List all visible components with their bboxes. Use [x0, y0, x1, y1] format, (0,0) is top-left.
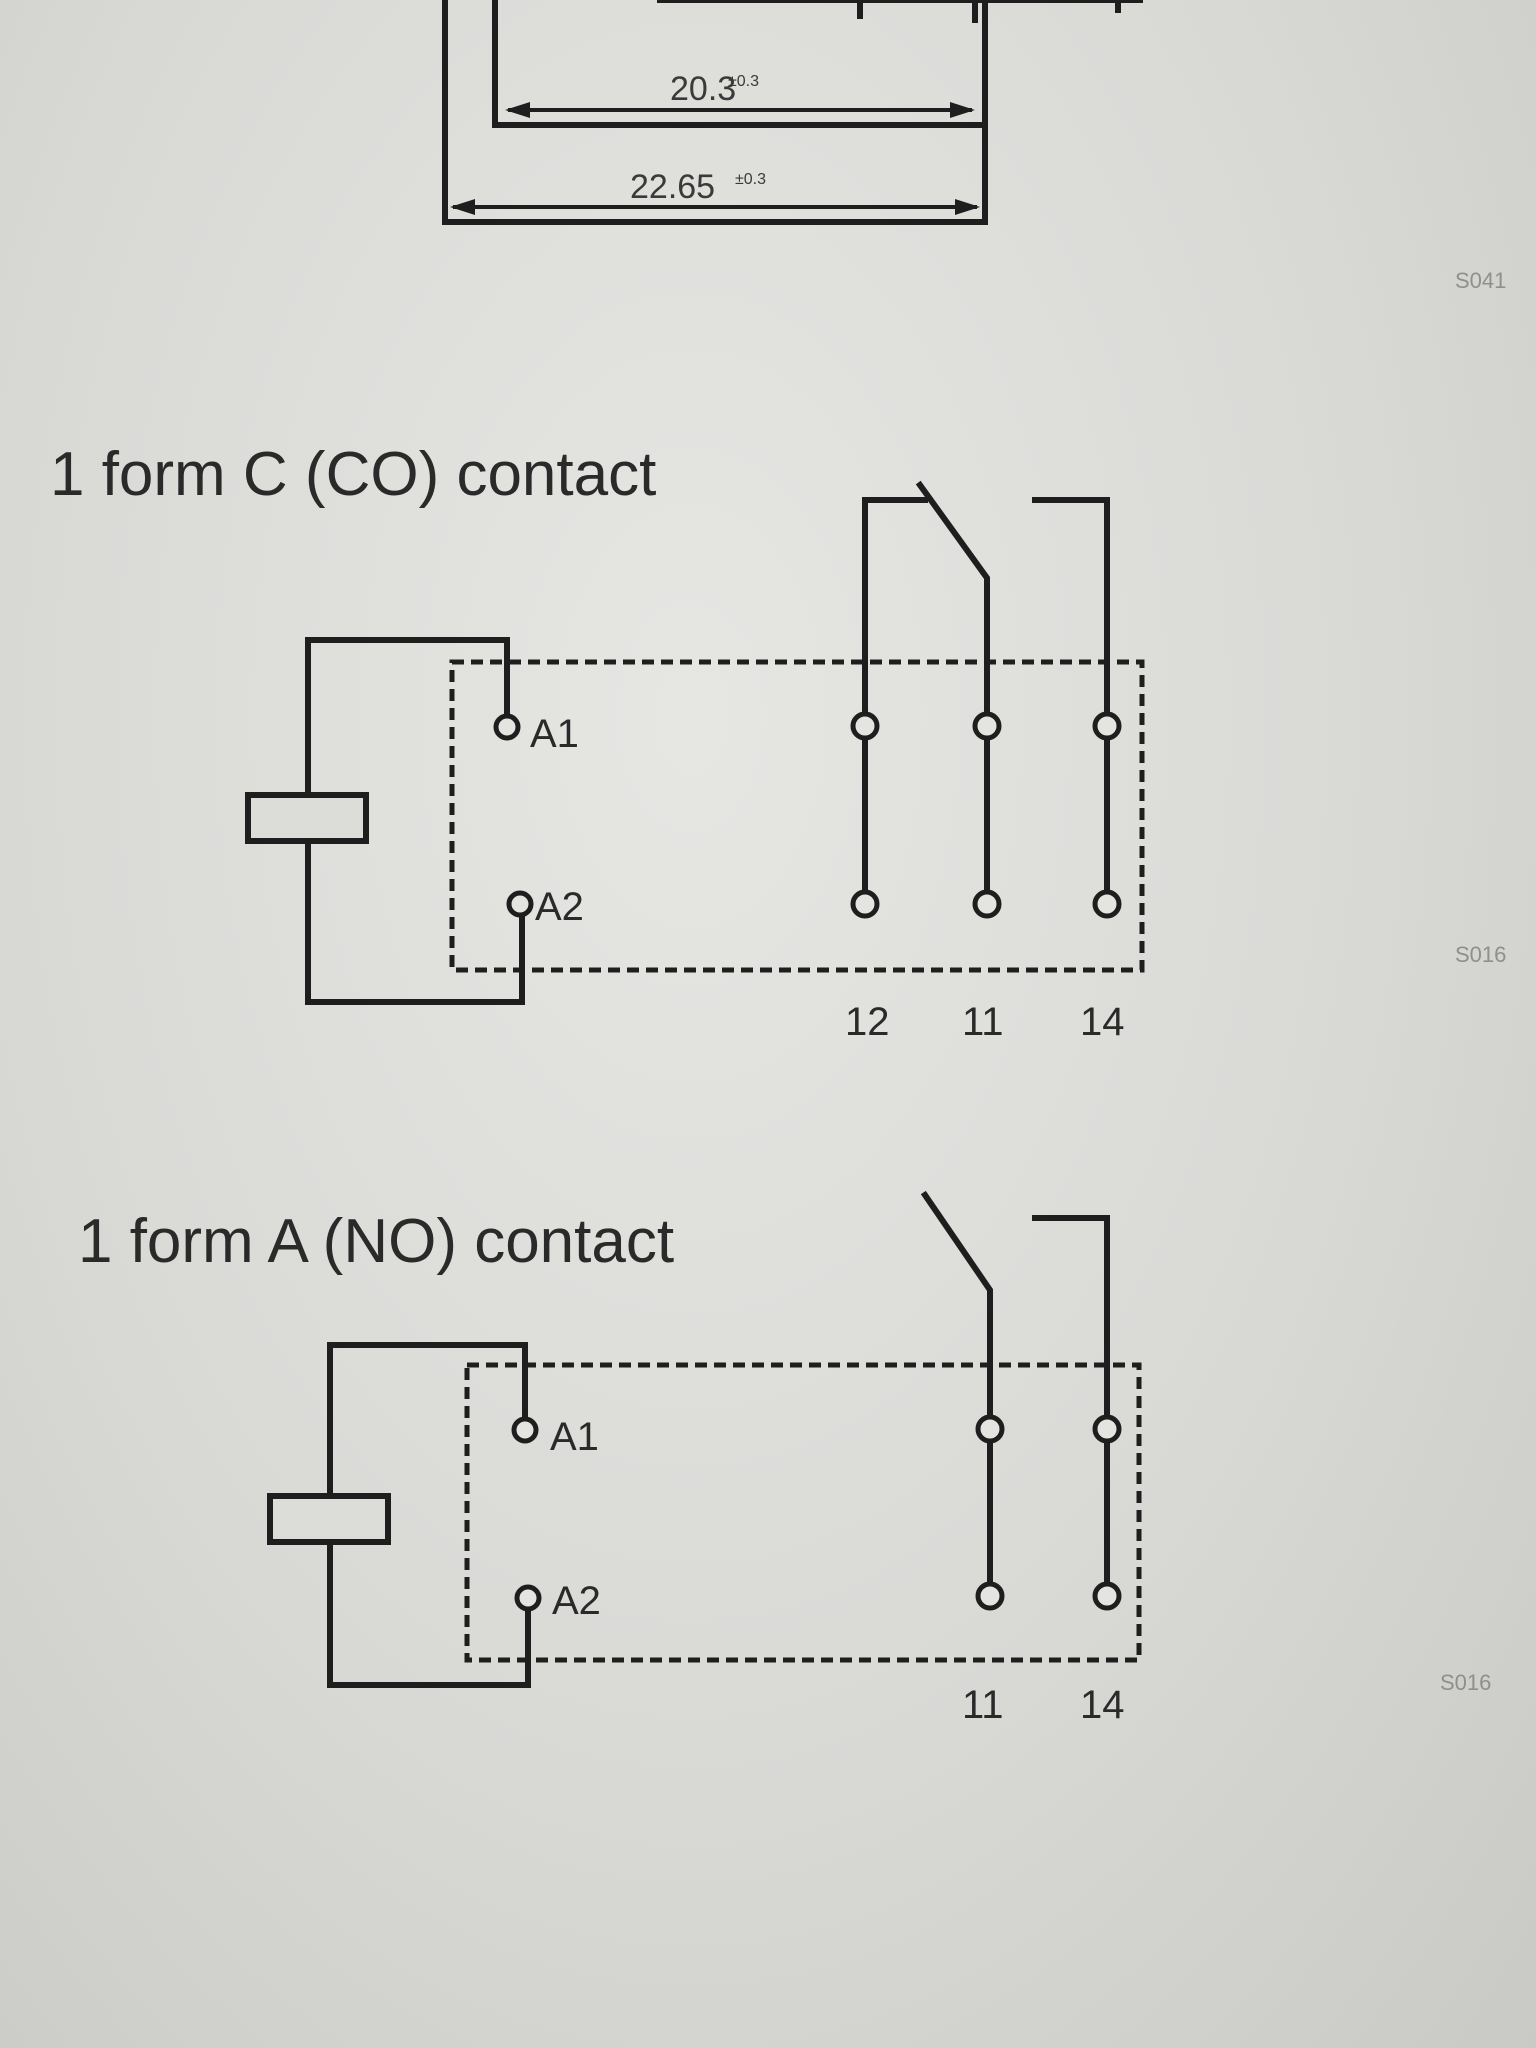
terminal-11-top: [972, 711, 1002, 741]
terminal-11-pin: [975, 1581, 1005, 1611]
coil-symbol: [245, 792, 369, 844]
outer-width-tolerance: ±0.3: [735, 171, 766, 188]
no-contact-wire: [1032, 497, 1110, 718]
inner-width-value: 20.3: [670, 70, 736, 108]
terminal-11-top: [975, 1414, 1005, 1444]
terminal-number-14: 14: [1080, 1683, 1125, 1727]
diagram-title: 1 form C (CO) contact: [50, 440, 656, 509]
figure-code: S016: [1455, 942, 1506, 967]
terminal-a2: [514, 1584, 542, 1612]
figure-code: S041: [1455, 268, 1506, 293]
terminal-label-a1: A1: [550, 1415, 599, 1459]
terminal-number-12: 12: [845, 1000, 890, 1044]
inner-width-tolerance: ±0.3: [728, 73, 759, 90]
nc-contact-wire: [862, 497, 928, 718]
dimension-arrow-left: [505, 102, 530, 118]
no-contact-wire: [1032, 1215, 1110, 1421]
terminal-label-a2: A2: [535, 885, 584, 929]
terminal-12-top: [850, 711, 880, 741]
switch-blade: [920, 1190, 993, 1421]
terminal-14-pin: [1092, 1581, 1122, 1611]
terminal-11-pin: [972, 889, 1002, 919]
terminal-a1: [493, 713, 521, 741]
diagram-title: 1 form A (NO) contact: [78, 1207, 674, 1276]
dimension-arrow-right: [950, 102, 975, 118]
outer-width-value: 22.65: [630, 168, 715, 206]
terminal-number-11: 11: [962, 1683, 1004, 1727]
terminal-a1: [511, 1416, 539, 1444]
terminal-a2: [506, 890, 534, 918]
dimension-arrow-left: [450, 199, 475, 215]
terminal-14-top: [1092, 711, 1122, 741]
dimension-drawing: 20.3 ±0.3 22.65 ±0.3: [442, 0, 1143, 225]
terminal-label-a2: A2: [552, 1579, 601, 1623]
terminal-14-pin: [1092, 889, 1122, 919]
terminal-number-11: 11: [962, 1000, 1004, 1044]
terminal-label-a1: A1: [530, 712, 579, 756]
terminal-14-top: [1092, 1414, 1122, 1444]
relay-housing-outline: [464, 1362, 1142, 1663]
terminal-number-14: 14: [1080, 1000, 1125, 1044]
figure-code: S016: [1440, 1670, 1491, 1695]
diagram-form-c: 1 form C (CO) contact A1 A2 12 11 14: [50, 440, 1145, 1044]
diagram-form-a: 1 form A (NO) contact A1 A2 11 14: [78, 1190, 1142, 1727]
relay-housing-outline: [449, 659, 1145, 973]
dimension-arrow-right: [955, 199, 980, 215]
terminal-12-pin: [850, 889, 880, 919]
switch-blade: [915, 480, 990, 718]
coil-symbol: [267, 1493, 391, 1545]
